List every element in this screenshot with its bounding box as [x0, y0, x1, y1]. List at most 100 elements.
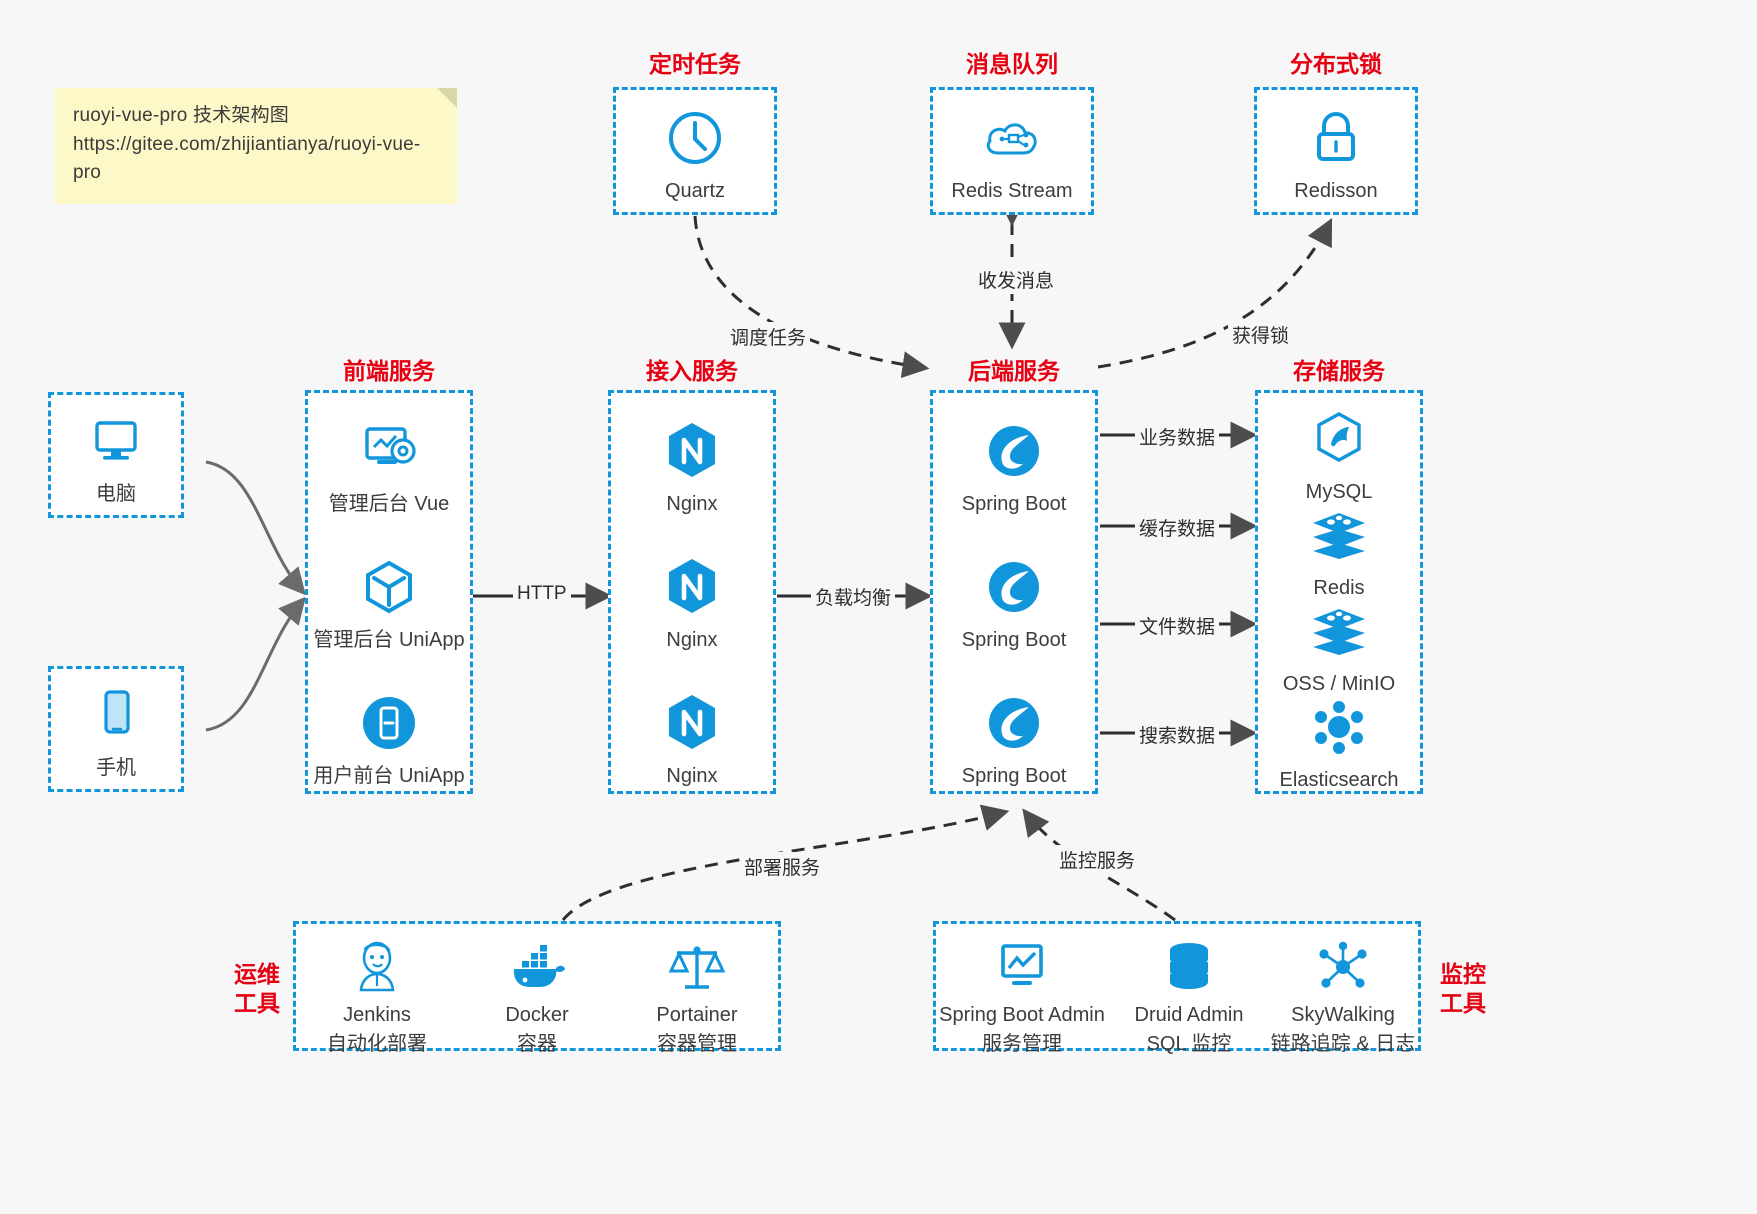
jenkins-icon: [302, 936, 452, 998]
node-sublabel: 容器管理: [657, 1033, 737, 1055]
mobile-app-icon: [308, 691, 470, 755]
node-oss-minio[interactable]: OSS / MinIO: [1258, 599, 1420, 697]
node-redis[interactable]: Redis: [1258, 503, 1420, 601]
node-label: Redis Stream: [951, 180, 1073, 202]
group-title-mq: 消息队列: [966, 51, 1058, 77]
database-icon: [1114, 936, 1264, 998]
node-sublabel: 自动化部署: [327, 1033, 427, 1055]
node-desktop[interactable]: 电脑: [51, 409, 181, 507]
node-nginx-3[interactable]: Nginx: [611, 691, 773, 789]
node-sublabel: 服务管理: [982, 1033, 1062, 1055]
oss-icon: [1258, 599, 1420, 663]
node-label: Spring Boot: [961, 629, 1067, 651]
node-nginx-1[interactable]: Nginx: [611, 419, 773, 517]
node-spring-boot-admin[interactable]: Spring Boot Admin 服务管理: [932, 936, 1112, 1056]
node-mobile[interactable]: 手机: [51, 683, 181, 781]
node-label: MySQL: [1305, 481, 1373, 503]
note-fold-corner: [437, 88, 457, 108]
cloud-network-icon: [933, 106, 1091, 170]
node-label: Jenkins: [343, 1004, 411, 1026]
node-label: Spring Boot Admin: [939, 1004, 1105, 1026]
node-admin-vue[interactable]: 管理后台 Vue: [308, 419, 470, 517]
mysql-icon: [1258, 407, 1420, 471]
redis-icon: [1258, 503, 1420, 567]
node-label: Druid Admin: [1134, 1004, 1244, 1026]
group-title-scheduler: 定时任务: [649, 51, 741, 77]
node-label: 管理后台 UniApp: [313, 629, 465, 651]
node-label: Docker: [505, 1004, 569, 1026]
node-redisson[interactable]: Redisson: [1257, 106, 1415, 204]
group-title-monitor: 监控 工具: [1428, 960, 1498, 1018]
group-title-devops: 运维 工具: [222, 960, 292, 1018]
node-admin-uniapp[interactable]: 管理后台 UniApp: [308, 555, 470, 653]
node-label: Elasticsearch: [1279, 769, 1399, 791]
node-label: 手机: [96, 757, 136, 779]
node-jenkins[interactable]: Jenkins 自动化部署: [302, 936, 452, 1056]
node-spring-boot-3[interactable]: Spring Boot: [933, 691, 1095, 789]
edge-label-deploy-service: 部署服务: [740, 852, 825, 881]
node-label: Spring Boot: [961, 765, 1067, 787]
node-docker[interactable]: Docker 容器: [462, 936, 612, 1056]
node-portainer[interactable]: Portainer 容器管理: [622, 936, 772, 1056]
edge-label-monitor-service: 监控服务: [1055, 845, 1140, 874]
lock-icon: [1257, 106, 1415, 170]
nginx-icon: [611, 419, 773, 483]
edge-label-send-receive-msg: 收发消息: [974, 265, 1059, 294]
node-label: Spring Boot: [961, 493, 1067, 515]
group-title-frontend: 前端服务: [343, 358, 435, 384]
node-sublabel: 链路追踪 & 日志: [1270, 1033, 1416, 1055]
node-skywalking[interactable]: SkyWalking 链路追踪 & 日志: [1258, 936, 1428, 1056]
edge-label-file-data: 文件数据: [1135, 611, 1220, 640]
docker-icon: [462, 936, 612, 998]
node-spring-boot-1[interactable]: Spring Boot: [933, 419, 1095, 517]
dashboard-gear-icon: [308, 419, 470, 483]
node-sublabel: SQL 监控: [1146, 1033, 1232, 1055]
devops-title-line-1: 运维: [234, 961, 280, 987]
monitor-title-line-1: 监控: [1440, 961, 1486, 987]
node-label: Portainer: [656, 1004, 738, 1026]
group-title-gateway: 接入服务: [646, 358, 738, 384]
node-label: 用户前台 UniApp: [313, 765, 465, 787]
node-redis-stream[interactable]: Redis Stream: [933, 106, 1091, 204]
edge-label-load-balance: 负载均衡: [811, 582, 896, 611]
nginx-icon: [611, 691, 773, 755]
node-spring-boot-2[interactable]: Spring Boot: [933, 555, 1095, 653]
node-label: Redis: [1313, 577, 1365, 599]
group-mq: Redis Stream: [930, 87, 1094, 215]
node-label: SkyWalking: [1291, 1004, 1395, 1026]
edge-label-acquire-lock: 获得锁: [1228, 320, 1294, 349]
group-lock: Redisson: [1254, 87, 1418, 215]
group-storage: MySQL Redis: [1255, 390, 1423, 794]
node-label: Nginx: [666, 765, 718, 787]
edge-label-search-data: 搜索数据: [1135, 720, 1220, 749]
group-frontend: 管理后台 Vue 管理后台 UniApp 用户前台 UniApp: [305, 390, 473, 794]
node-quartz[interactable]: Quartz: [616, 106, 774, 204]
group-devops: Jenkins 自动化部署 Docker 容器: [293, 921, 781, 1055]
clock-icon: [616, 106, 774, 170]
node-nginx-2[interactable]: Nginx: [611, 555, 773, 653]
group-monitor: Spring Boot Admin 服务管理 Druid Admin SQL 监…: [933, 921, 1421, 1055]
elasticsearch-icon: [1258, 695, 1420, 759]
desktop-icon: [51, 409, 181, 473]
node-label: 电脑: [96, 483, 136, 505]
edge-label-cache-data: 缓存数据: [1135, 513, 1220, 542]
node-druid-admin[interactable]: Druid Admin SQL 监控: [1114, 936, 1264, 1056]
spring-boot-icon: [933, 691, 1095, 755]
node-label: Redisson: [1294, 180, 1378, 202]
diagram-note: ruoyi-vue-pro 技术架构图 https://gitee.com/zh…: [55, 88, 457, 204]
group-client-desktop: 电脑: [48, 392, 184, 518]
nginx-icon: [611, 555, 773, 619]
group-scheduler: Quartz: [613, 87, 777, 215]
group-title-lock: 分布式锁: [1290, 51, 1382, 77]
group-gateway: Nginx Nginx Nginx: [608, 390, 776, 794]
group-title-storage: 存储服务: [1293, 358, 1385, 384]
monitor-title-line-2: 工具: [1440, 989, 1486, 1016]
node-sublabel: 容器: [517, 1033, 557, 1055]
node-user-uniapp[interactable]: 用户前台 UniApp: [308, 691, 470, 789]
note-line-1: ruoyi-vue-pro 技术架构图: [73, 105, 290, 126]
edge-label-business-data: 业务数据: [1135, 422, 1220, 451]
node-mysql[interactable]: MySQL: [1258, 407, 1420, 505]
node-elasticsearch[interactable]: Elasticsearch: [1258, 695, 1420, 793]
cube-icon: [308, 555, 470, 619]
